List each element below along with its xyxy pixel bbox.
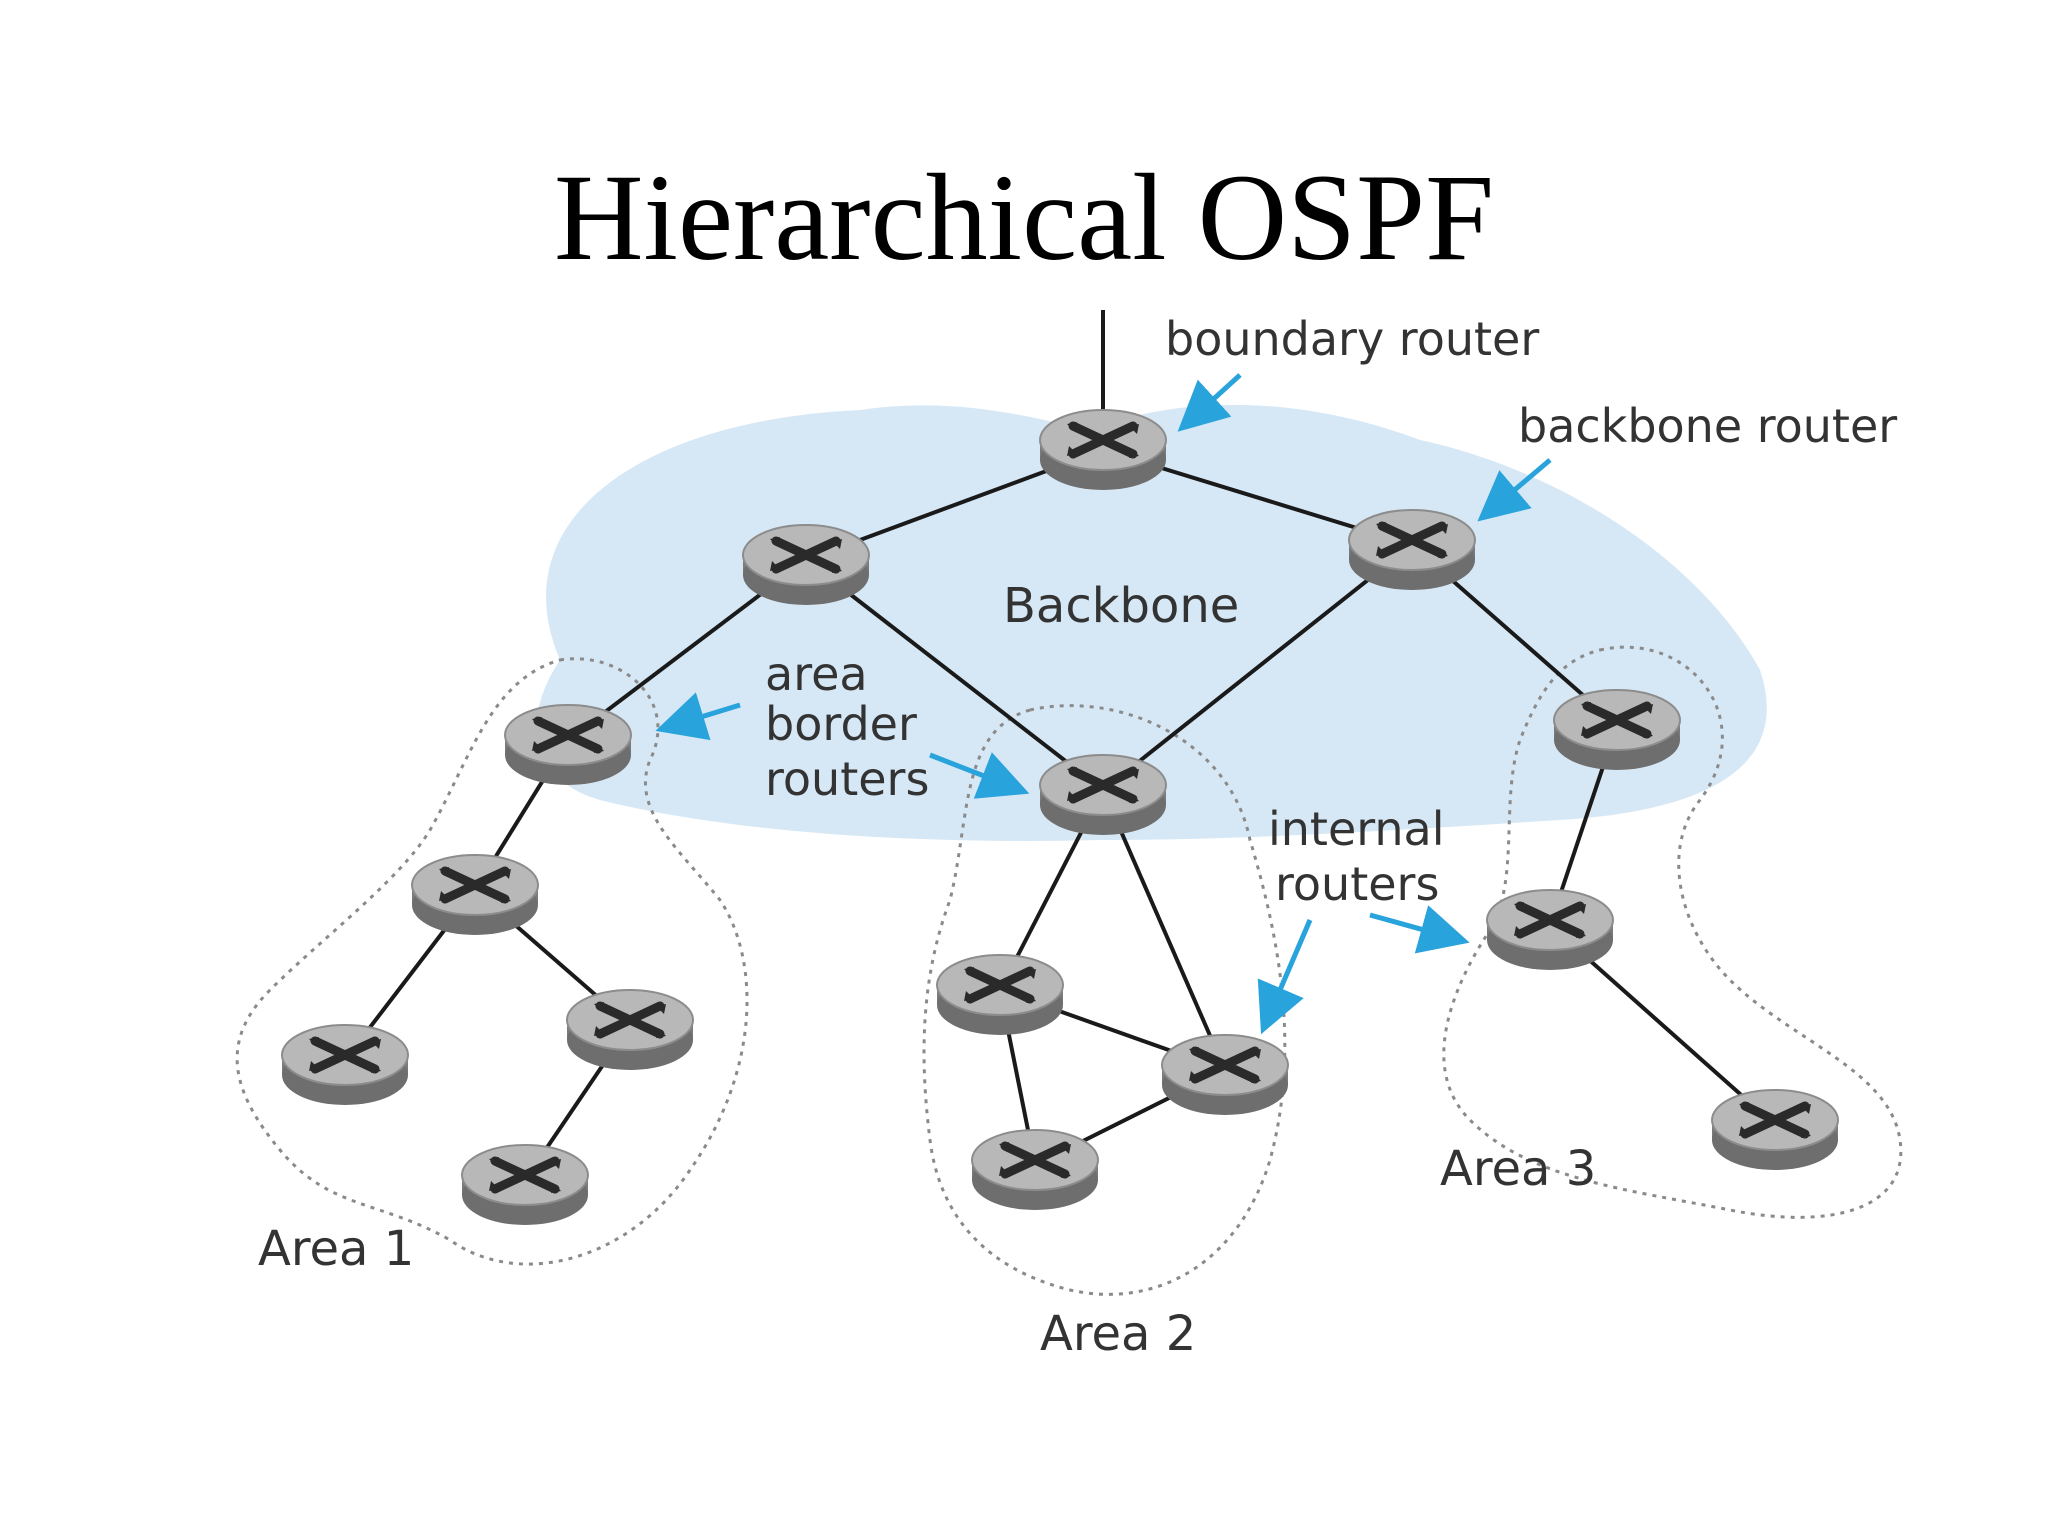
router-icon [1487, 890, 1613, 970]
router-icon [937, 955, 1063, 1035]
label-internal-line1: internal [1268, 802, 1445, 856]
label-area-border-line3: routers [765, 752, 929, 806]
label-area1: Area 1 [258, 1221, 414, 1277]
router-icon [1712, 1090, 1838, 1170]
router-icon [412, 855, 538, 935]
router-icon [1040, 755, 1166, 835]
router-icon [1040, 410, 1166, 490]
router-icon [743, 525, 869, 605]
router-icon [1554, 690, 1680, 770]
arrow-area-border-left [655, 692, 741, 741]
link [1101, 543, 1414, 792]
label-area3: Area 3 [1440, 1141, 1596, 1197]
label-internal-line2: routers [1275, 857, 1439, 911]
label-boundary-router: boundary router [1165, 312, 1539, 366]
label-area2: Area 2 [1040, 1306, 1196, 1362]
arrow-backbone-router [1477, 458, 1552, 522]
router-icon [505, 705, 631, 785]
area3-outline [1442, 645, 1903, 1219]
router-icon [1349, 510, 1475, 590]
arrow-internal-area2 [1257, 919, 1313, 1035]
router-icon [972, 1130, 1098, 1210]
router-icon [567, 990, 693, 1070]
router-icon [282, 1025, 408, 1105]
arrow-area-border-right [929, 752, 1030, 799]
label-backbone-router: backbone router [1518, 399, 1897, 453]
router-icon [1162, 1035, 1288, 1115]
link [804, 558, 1105, 792]
backbone-region [536, 404, 1767, 841]
area1-outline [235, 657, 749, 1266]
router-icon [462, 1145, 588, 1225]
callout-arrows [655, 373, 1552, 1035]
label-backbone: Backbone [1003, 578, 1239, 634]
slide-title: Hierarchical OSPF [553, 149, 1495, 286]
label-area-border-line1: area [765, 647, 868, 701]
area2-outline [922, 704, 1287, 1296]
arrow-internal-area3 [1369, 905, 1470, 954]
arrow-boundary-router [1177, 373, 1242, 432]
link [1101, 789, 1227, 1071]
label-area-border-line2: border [765, 697, 917, 751]
